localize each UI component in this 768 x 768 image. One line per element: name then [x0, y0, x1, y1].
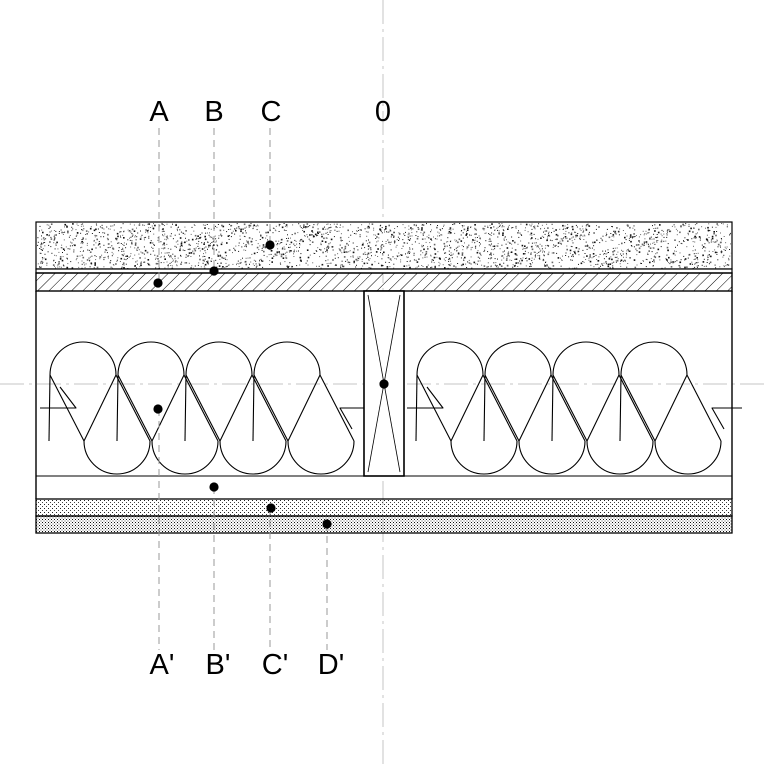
plaster-speckle: [37, 223, 732, 270]
top-plaster-layer: [35, 221, 733, 270]
point-zero: [379, 379, 389, 389]
point-a: [153, 278, 163, 288]
point-c-prime: [266, 503, 276, 513]
point-c: [265, 240, 275, 250]
point-d-prime: [322, 519, 332, 529]
label-zero: 0: [375, 96, 391, 128]
point-b-prime: [209, 482, 219, 492]
label-c-prime: C': [262, 649, 288, 681]
insulation-batts: [40, 341, 742, 475]
point-b: [209, 266, 219, 276]
label-d-prime: D': [318, 649, 344, 681]
hatched-board-layer: [35, 272, 733, 292]
bottom-board-lower: [35, 515, 733, 534]
label-a: A: [149, 96, 169, 128]
label-a-prime: A': [150, 649, 175, 681]
label-b: B: [204, 96, 223, 128]
label-c: C: [261, 96, 282, 128]
label-b-prime: B': [206, 649, 231, 681]
bottom-board-upper: [35, 498, 733, 517]
point-a-prime: [153, 404, 163, 414]
